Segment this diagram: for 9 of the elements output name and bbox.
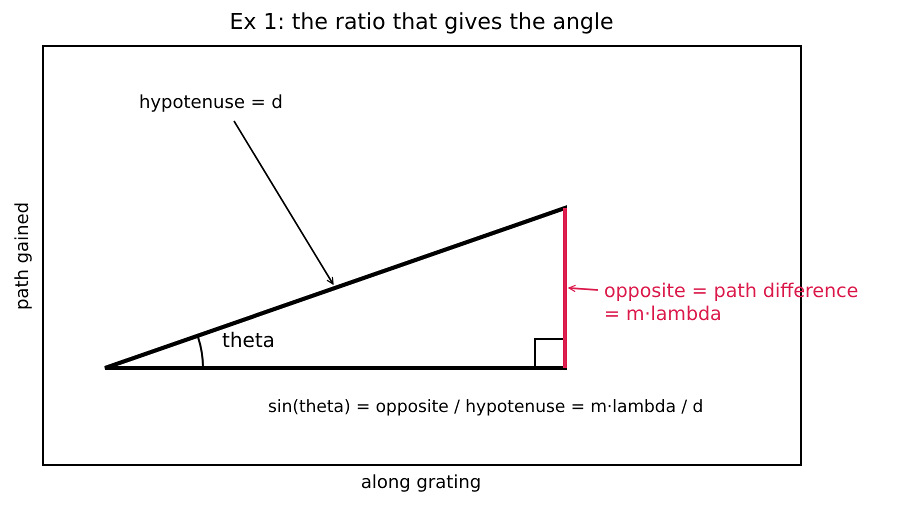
axis-label: path gained bbox=[12, 202, 34, 310]
diagram-title: Ex 1: the ratio that gives the angle bbox=[228, 10, 615, 36]
formula-text: sin(theta) = opposite / hypotenuse = m·lambda / d bbox=[268, 397, 704, 418]
leader-arrow bbox=[568, 284, 598, 292]
callout-text: hypotenuse = d bbox=[139, 92, 283, 114]
leader-arrow bbox=[233, 120, 334, 285]
opposite-side-line bbox=[563, 208, 567, 368]
angle-label: theta bbox=[222, 328, 275, 352]
axis-label: along grating bbox=[360, 472, 482, 494]
